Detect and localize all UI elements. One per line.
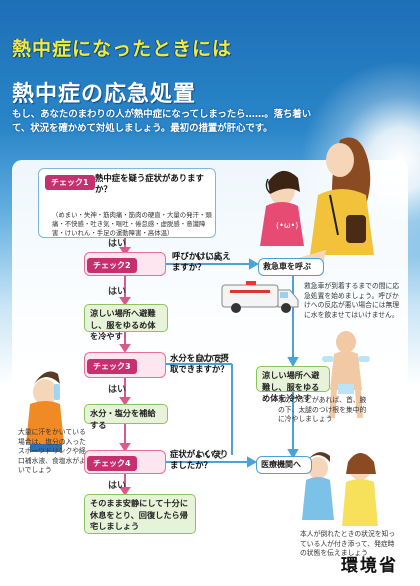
cool-down-box-2: 涼しい場所へ避難し、服をゆるめ体を冷やす (256, 366, 330, 403)
yes-label-1: はい (108, 239, 127, 249)
cool-down-text-1: 涼しい場所へ避難し、服をゆるめ体を冷やす (90, 308, 156, 341)
person-drinking-illustration (26, 371, 64, 452)
cool-down-text-2: 涼しい場所へ避難し、服をゆるめ体を冷やす (262, 370, 320, 403)
yes-label-4: はい (108, 481, 127, 491)
hydrate-text: 水分・塩分を補給する (90, 408, 156, 430)
ambulance-note: 救急車が到着するまでの間に応急処置を始めましょう。呼びかけへの反応が悪い場合には… (304, 282, 400, 319)
cooling-figure-illustration (322, 331, 370, 419)
yes-arrows (119, 236, 131, 496)
check-4-question: 症状がよくなりましたか？ (170, 449, 229, 470)
check-3-box: チェック3 (84, 352, 166, 378)
rest-box: そのまま安静にして十分に休息をとり、回復したら帰宅しましょう (84, 494, 196, 534)
ministry-logo-text: 環境省 (341, 556, 398, 576)
check-3-tag: チェック3 (87, 359, 137, 374)
page-title: 熱中症の応急処置 (12, 82, 197, 107)
helpers-illustration (302, 452, 378, 526)
no-label-3: いいえ (196, 451, 224, 461)
check-2-tag: チェック2 (87, 258, 137, 273)
cooling-note: 氷のうなどがあれば、首、腋の下、太腿のつけ根を集中的に冷やしましょう (278, 396, 367, 423)
check-1-box: チェック1 熱中症を疑う症状がありますか？ (38, 168, 216, 238)
check-3-question: 水分を自力で摂取できますか？ (170, 353, 229, 374)
intro-text: もし、あなたのまわりの人が熱中症になってしまったら……。落ち着いて、状況を確かめ… (12, 109, 312, 134)
yes-label-3: はい (108, 385, 127, 395)
check-1-question: 熱中症を疑う症状がありますか？ (95, 173, 204, 194)
call-ambulance-box: 救急車を呼ぶ (258, 258, 324, 276)
check-2-box: チェック2 (84, 252, 166, 276)
check-1-tag: チェック1 (45, 175, 95, 190)
banner-heading: 熱中症になったときには (12, 38, 233, 60)
check-4-tag: チェック4 (87, 456, 137, 471)
rest-text: そのまま安静にして十分に休息をとり、回復したら帰宅しましょう (90, 498, 189, 531)
yes-label-2: はい (108, 287, 127, 297)
no-label-2: いいえ (196, 355, 224, 365)
check-2-question: 呼びかけに応えますか？ (172, 251, 231, 272)
no-label-1: いいえ (196, 253, 224, 263)
cool-down-box-1: 涼しい場所へ避難し、服をゆるめ体を冷やす (84, 304, 168, 341)
call-ambulance-text: 救急車を呼ぶ (263, 262, 311, 271)
no-arrows (166, 258, 299, 468)
check-4-box: チェック4 (84, 450, 166, 474)
hydrate-note: 大量に汗をかいている場合は、塩分の入ったスポーツドリンクや経口補水液、食塩水がよ… (18, 428, 86, 474)
svg-text:(•ω•): (•ω•) (276, 221, 298, 230)
hospital-box: 医療機関へ (256, 456, 312, 474)
hospital-text: 医療機関へ (261, 460, 301, 469)
hospital-note: 本人が倒れたときの状況を知っている人が付き添って、発症時の状態を伝えましょう (300, 530, 396, 557)
hydrate-box: 水分・塩分を補給する (84, 404, 168, 430)
ambulance-illustration (221, 281, 299, 313)
check-1-symptoms: （めまい・失神・筋肉痛・筋肉の硬直・大量の発汗・頭痛・不快感・吐き気・嘔吐・倦怠… (52, 211, 212, 237)
